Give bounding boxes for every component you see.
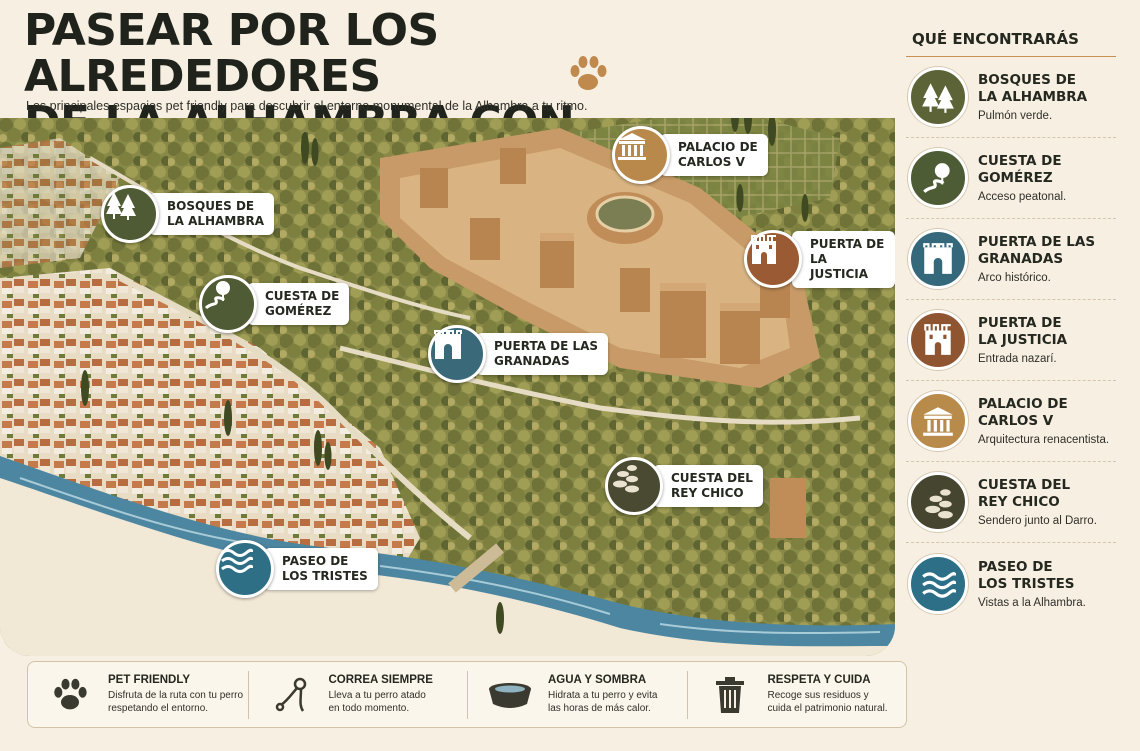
pin-circle [744, 230, 802, 288]
tree-path-icon [204, 281, 230, 310]
tips-bar: PET FRIENDLY Disfruta de la ruta con tu … [27, 661, 907, 728]
legend-item-desc: Sendero junto al Darro. [978, 515, 1097, 527]
tip-respeta: RESPETA Y CUIDA Recoge sus residuos y cu… [686, 670, 907, 719]
pin-circle [101, 185, 159, 243]
tip-pet-friendly: PET FRIENDLY Disfruta de la ruta con tu … [28, 671, 248, 719]
legend-circle [908, 310, 968, 370]
legend-item-desc: Arco histórico. [978, 272, 1051, 284]
legend-item-puerta-granadas[interactable]: PUERTA DE LAS GRANADAS Arco histórico. [906, 219, 1116, 300]
pin-label: CUESTA DE GOMÉREZ [247, 283, 350, 325]
legend-item-name: PUERTA DE LAS GRANADAS [978, 234, 1096, 267]
legend-item-palacio-carlos[interactable]: PALACIO DE CARLOS V Arquitectura renacen… [906, 381, 1116, 462]
legend-circle [908, 229, 968, 289]
pin-label: BOSQUES DE LA ALHAMBRA [149, 193, 274, 235]
legend-item-cuesta-rey-chico[interactable]: CUESTA DEL REY CHICO Sendero junto al Da… [906, 462, 1116, 543]
legend-item-puerta-justicia[interactable]: PUERTA DE LA JUSTICIA Entrada nazarí. [906, 300, 1116, 381]
legend-item-desc: Vistas a la Alhambra. [978, 596, 1086, 609]
stepping-stones-icon [925, 489, 953, 519]
legend-item-cuesta-gomerez[interactable]: CUESTA DE GOMÉREZ Acceso peatonal. [906, 138, 1116, 219]
tip-body: Recoge sus residuos y cuida el patrimoni… [767, 690, 888, 714]
legend-item-name: CUESTA DEL REY CHICO [978, 477, 1071, 510]
palace-columns-icon [923, 407, 953, 436]
tip-correa: CORREA SIEMPRE Lleva a tu perro atado en… [247, 670, 468, 719]
castle-gate-icon [924, 324, 951, 355]
gate-arch-icon [923, 243, 953, 274]
pin-circle [428, 325, 486, 383]
tip-body: Lleva a tu perro atado en todo momento. [328, 690, 426, 714]
pin-circle [199, 275, 257, 333]
pin-label: PASEO DE LOS TRISTES [264, 548, 378, 590]
pin-circle [216, 540, 274, 598]
legend-item-desc: Arquitectura renacentista. [978, 434, 1110, 446]
pin-label: PUERTA DE LAS GRANADAS [476, 333, 609, 375]
tip-title: AGUA Y SOMBRA [548, 674, 647, 686]
legend-item-name: PUERTA DE LA JUSTICIA [978, 315, 1068, 348]
legend-circle [908, 391, 968, 451]
legend-item-name: PASEO DE LOS TRISTES [978, 558, 1075, 592]
map-illustration [0, 118, 895, 656]
tip-body: Hidrata a tu perro y evita las horas de … [548, 690, 658, 714]
trees-icon [106, 192, 136, 220]
trash-bin-icon [704, 675, 756, 715]
legend-item-name: CUESTA DE GOMÉREZ [978, 153, 1062, 186]
pin-label: PUERTA DE LA JUSTICIA [792, 230, 895, 288]
legend-circle [908, 553, 968, 614]
castle-gate-icon [751, 235, 776, 264]
map-pin-palacio-carlos[interactable]: PALACIO DE CARLOS V [612, 126, 768, 184]
subtitle: Los principales espacios pet friendly pa… [26, 99, 588, 113]
pin-label: CUESTA DEL REY CHICO [653, 465, 763, 507]
legend-circle [908, 67, 968, 127]
map-pin-cuesta-gomerez[interactable]: CUESTA DE GOMÉREZ [199, 275, 350, 333]
tip-agua-sombra: AGUA Y SOMBRA Hidrata a tu perro y evita… [467, 670, 687, 719]
legend-item-desc: Pulmón verde. [978, 110, 1053, 122]
legend-circle [908, 148, 968, 208]
map-pin-puerta-justicia[interactable]: PUERTA DE LA JUSTICIA [744, 230, 895, 288]
legend-item-name: BOSQUES DE LA ALHAMBRA [978, 72, 1088, 105]
pin-circle [612, 126, 670, 184]
legend-item-desc: Acceso peatonal. [978, 191, 1067, 203]
tip-body: Disfruta de la ruta con tu perro respeta… [108, 690, 244, 714]
map-pin-paseo-tristes[interactable]: PASEO DE LOS TRISTES [216, 540, 378, 598]
water-waves-icon [922, 571, 956, 598]
tip-title: RESPETA Y CUIDA [767, 674, 871, 686]
pin-label: PALACIO DE CARLOS V [660, 134, 768, 176]
legend-item-bosques[interactable]: BOSQUES DE LA ALHAMBRA Pulmón verde. [906, 57, 1116, 138]
pin-circle [605, 457, 663, 515]
map-pin-puerta-granadas[interactable]: PUERTA DE LAS GRANADAS [428, 325, 609, 383]
legend-sidebar: QUÉ ENCONTRARÁS BOSQUES DE LA ALHAMBRA P… [906, 30, 1116, 624]
tip-title: CORREA SIEMPRE [328, 674, 433, 686]
paw-icon [44, 675, 96, 715]
trees-icon [922, 83, 954, 113]
gate-arch-icon [434, 330, 462, 359]
legend-item-paseo-tristes[interactable]: PASEO DE LOS TRISTES Vistas a la Alhambr… [906, 543, 1116, 624]
tree-path-icon [923, 163, 950, 193]
legend-item-name: PALACIO DE CARLOS V [978, 396, 1068, 429]
map-pin-bosques[interactable]: BOSQUES DE LA ALHAMBRA [101, 185, 274, 243]
title-line-1: PASEAR POR LOS ALREDEDORES [24, 5, 439, 102]
water-bowl-icon [484, 675, 536, 715]
leash-icon [265, 675, 317, 715]
illustrated-map: BOSQUES DE LA ALHAMBRA CUESTA DE GOMÉREZ… [0, 118, 895, 656]
legend-circle [908, 472, 968, 532]
legend-title: QUÉ ENCONTRARÁS [906, 30, 1116, 57]
map-pin-cuesta-rey-chico[interactable]: CUESTA DEL REY CHICO [605, 457, 763, 515]
paw-icon [570, 56, 607, 90]
water-waves-icon [221, 548, 253, 573]
palace-columns-icon [618, 133, 646, 160]
tip-title: PET FRIENDLY [108, 674, 191, 686]
stepping-stones-icon [613, 465, 639, 493]
legend-item-desc: Entrada nazarí. [978, 353, 1057, 365]
